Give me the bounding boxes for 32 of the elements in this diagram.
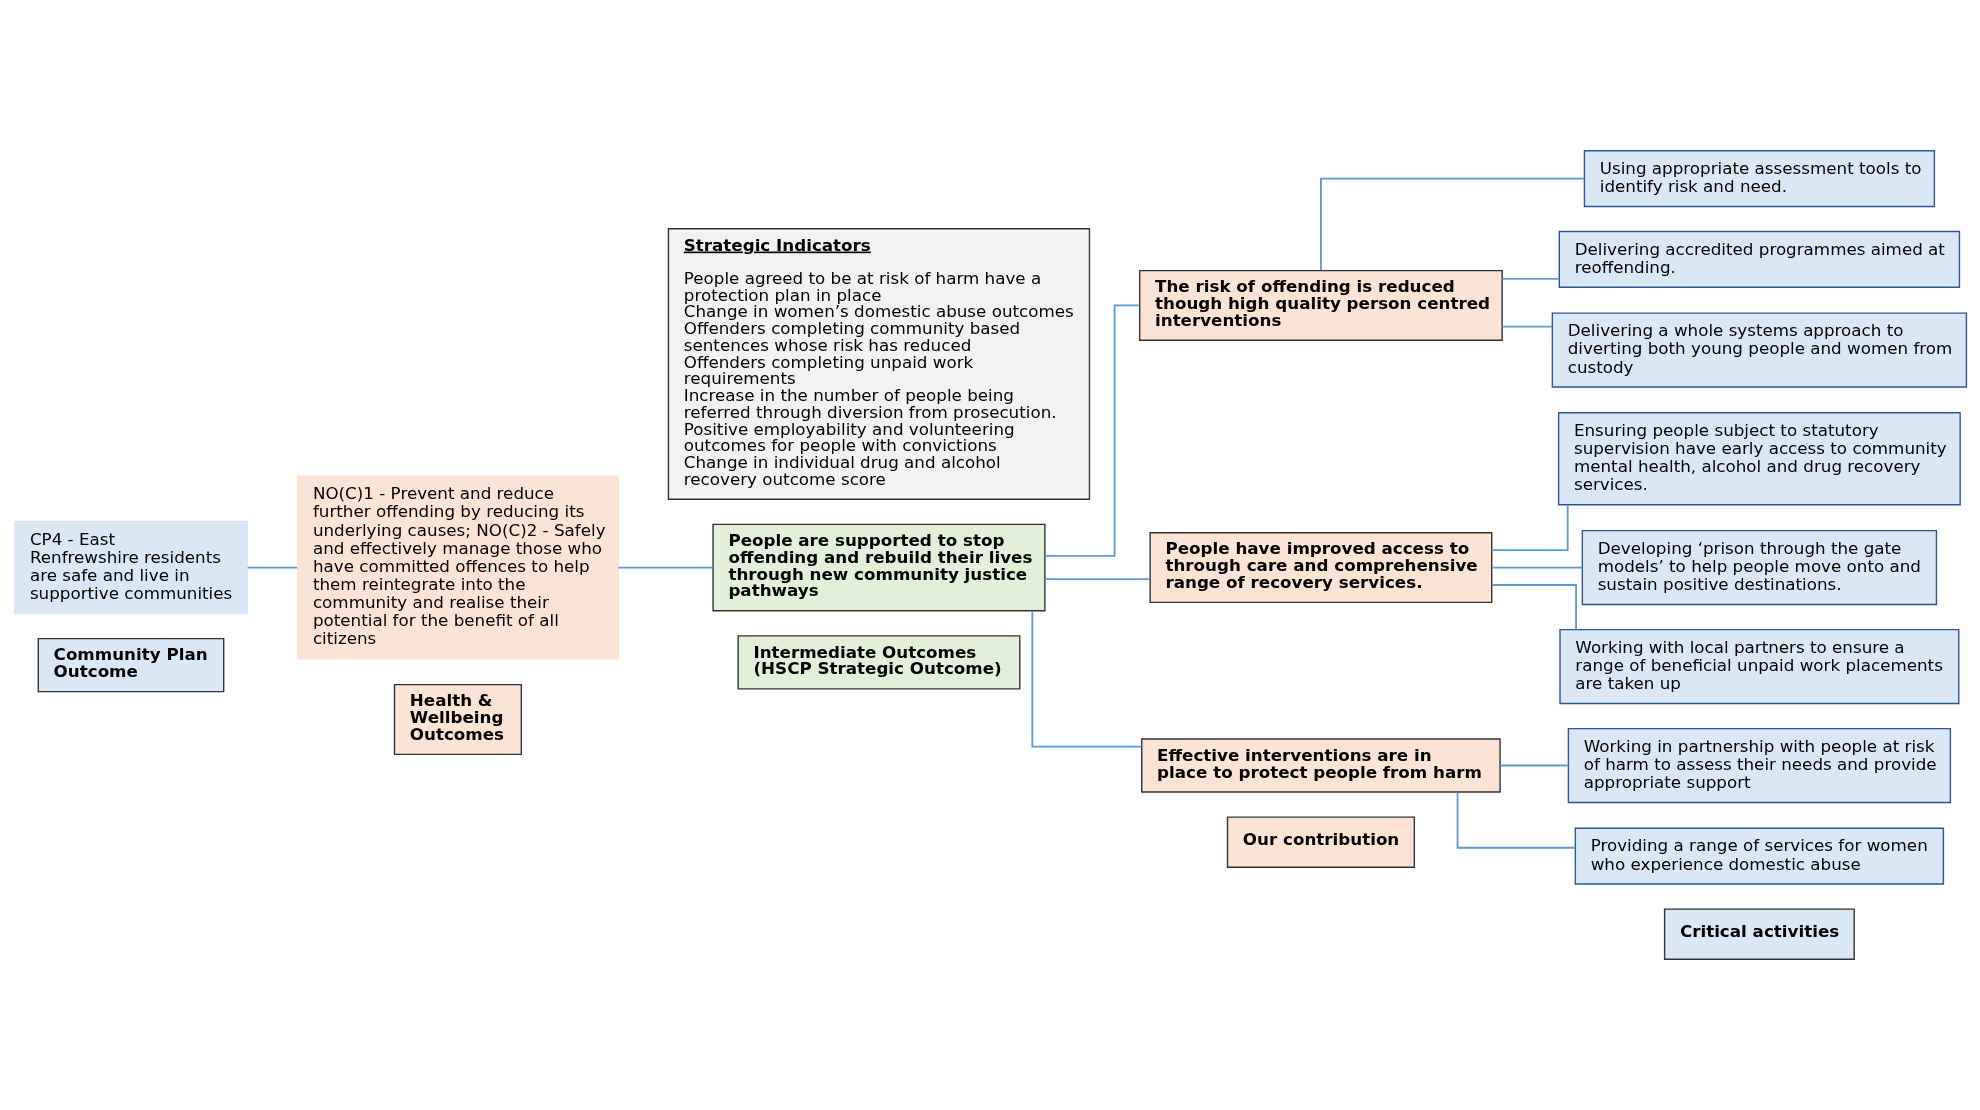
node-box: Working with local partners to ensure a range of beneficial unpaid work placements are taken up	[1558, 628, 1959, 705]
node-box: People are supported to stop offending and rebuild their lives through new community justice pathways	[711, 523, 1046, 612]
node-box: Working in partnership with people at risk of harm to assess their needs and provide appropriate support	[1567, 727, 1951, 804]
node-box: Ensuring people subject to statutory supervision have early access to community mental health, alcohol and drug recovery services.	[1557, 412, 1961, 506]
node-box: Delivering accredited programmes aimed at reoffending.	[1558, 230, 1960, 288]
connector	[1490, 566, 1583, 569]
node-box: Developing ‘prison through the gate models’ to help people move onto and sustain positive destinations.	[1581, 529, 1937, 606]
connector	[1490, 504, 1569, 552]
connector	[1044, 578, 1151, 581]
connector	[616, 566, 714, 569]
node-box: Community Plan Outcome	[37, 637, 224, 693]
node-box: NO(C)1 - Prevent and reduce further offending by reducing its underlying causes; NO(C)2 - Safely and effectively manage those who have committed offences to help them reintegrate into the community and realise their potential for the benefit of all citizens	[296, 475, 619, 660]
node-box: Providing a range of services for women who experience domestic abuse	[1574, 827, 1944, 885]
node-box: People have improved access to through care and comprehensive range of recovery services.	[1148, 532, 1492, 604]
connector	[1501, 278, 1560, 280]
connector	[1499, 764, 1569, 767]
node-box: Using appropriate assessment tools to identify risk and need.	[1583, 150, 1935, 208]
node-box: Our contribution	[1226, 816, 1415, 868]
node-box: Health & Wellbeing Outcomes	[393, 683, 522, 756]
node-box: The risk of offending is reduced though high quality person centred interventions	[1138, 269, 1503, 341]
node-box: Strategic Indicators People agreed to be at risk of harm have a protection plan in place Change in women’s domestic abuse outcomes Offenders completing community based sentences whose risk has reduced Offenders completing unpaid work requirements Increase in the number of people being referred through diversion from prosecution. Positive employability and volunteering outcomes for people with convictions Change in individual drug and alcohol recovery outcome score	[667, 228, 1090, 500]
node-box: CP4 - East Renfrewshire residents are safe and live in supportive communities	[13, 520, 248, 615]
connector	[1456, 791, 1576, 849]
connector	[1319, 177, 1585, 271]
node-box: Effective interventions are in place to protect people from harm	[1140, 738, 1501, 793]
connector	[1030, 610, 1142, 748]
node-box: Critical activities	[1663, 908, 1855, 960]
connector	[1490, 584, 1577, 631]
node-box: Intermediate Outcomes (HSCP Strategic Outcome)	[736, 635, 1020, 690]
connector	[246, 566, 298, 569]
node-box: Delivering a whole systems approach to diverting both young people and women from custody	[1551, 312, 1967, 388]
connector	[1501, 325, 1553, 328]
